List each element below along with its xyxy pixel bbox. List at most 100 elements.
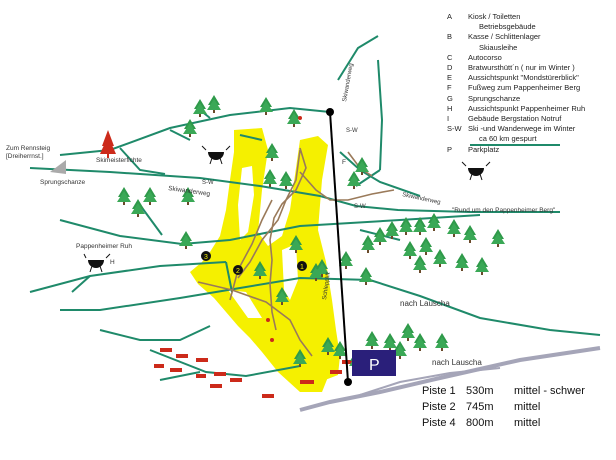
- tree-icon: [347, 171, 361, 189]
- piste-marker-3[interactable]: 3: [201, 251, 211, 261]
- legend-key: A: [447, 12, 453, 21]
- tree-icon: [289, 235, 303, 253]
- legend-text: Autocorso: [468, 52, 502, 62]
- tree-icon: [361, 235, 375, 253]
- tree-icon: [181, 187, 195, 205]
- tree-icon: [339, 251, 353, 269]
- tree-icon: [263, 169, 277, 187]
- label-skiwanderweg-right: Skiwanderweg: [402, 192, 441, 206]
- red-tree-icon: [100, 130, 116, 158]
- legend-key: C: [447, 52, 453, 62]
- label-h: H: [110, 259, 115, 266]
- legend-text: ca 60 km gespurt: [479, 134, 537, 144]
- tree-icon: [463, 225, 477, 243]
- tree-icon: [253, 261, 267, 279]
- label-nach-lauscha-1: nach Lauscha: [400, 299, 450, 308]
- piste-difficulty: mittel: [514, 417, 541, 429]
- label-dreiherrnstein: [Dreiherrnst.]: [6, 153, 44, 160]
- tree-icon: [393, 341, 407, 359]
- tree-icon: [427, 213, 441, 231]
- label-f: F: [342, 159, 346, 166]
- tree-icon: [275, 287, 289, 305]
- road-lauscha: [359, 367, 501, 396]
- tree-icon: [475, 257, 489, 275]
- legend-text: Parkplatz: [468, 144, 500, 154]
- piste-name: Piste 4: [422, 417, 456, 429]
- tree-icon: [433, 249, 447, 267]
- piste-difficulty: mittel - schwer: [514, 385, 585, 397]
- slope-gap-2: [282, 244, 298, 300]
- piste-marker-2[interactable]: 2: [233, 265, 243, 275]
- ski-jump-icon: [50, 160, 66, 174]
- legend-text: Fußweg zum Pappenheimer Berg: [468, 83, 581, 93]
- legend-text: Kasse / Schlittenlager: [468, 32, 541, 42]
- svg-text:2: 2: [236, 268, 240, 275]
- legend-key: D: [447, 63, 453, 72]
- label-nach-lauscha-2: nach Lauscha: [432, 358, 482, 367]
- slope-area: [190, 128, 340, 392]
- label-rennsteig: Zum Rennsteig: [6, 145, 50, 152]
- tree-icon: [419, 237, 433, 255]
- tree-icon: [355, 157, 369, 175]
- parking-label: P: [369, 357, 380, 374]
- tree-icon: [117, 187, 131, 205]
- legend-text: Ski -und Wanderwege im Winter: [468, 124, 576, 134]
- label-pappenheimer-ruh: Pappenheimer Ruh: [76, 243, 132, 250]
- legend-key: F: [447, 83, 452, 93]
- legend-text: Betriebsgebäude: [479, 22, 536, 32]
- tree-icon: [403, 241, 417, 259]
- piste-difficulty: mittel: [514, 401, 541, 413]
- tree-icon: [179, 231, 193, 249]
- piste-length: 800m: [466, 417, 494, 429]
- legend-key: E: [447, 73, 453, 83]
- tree-icon: [143, 187, 157, 205]
- tree-icon: [401, 323, 415, 341]
- parking-area[interactable]: [352, 350, 396, 376]
- legend-key: G: [447, 93, 453, 103]
- legend-key: S-W: [447, 124, 462, 134]
- legend-text: Aussichtspunkt "Mondstürerblick": [468, 73, 579, 83]
- tree-icon: [321, 337, 335, 355]
- legend-key: B: [447, 32, 453, 42]
- viewpoint-icon-mondstuerer: [201, 145, 231, 165]
- label-sw-b: S-W: [202, 180, 214, 186]
- tree-icon: [447, 219, 461, 237]
- lift-bottom-station: [344, 378, 352, 386]
- label-skimeister: Skimeisterfichte: [96, 157, 142, 164]
- tree-icon: [279, 171, 293, 189]
- marker-dot: [266, 318, 270, 322]
- legend-key: H: [447, 103, 453, 113]
- piste-name: Piste 1: [422, 385, 456, 397]
- piste-marker-1[interactable]: 1: [297, 261, 307, 271]
- tree-icon: [399, 217, 413, 235]
- tree-icon: [383, 333, 397, 351]
- marker-dot: [298, 116, 302, 120]
- lift-line: [329, 111, 349, 383]
- legend-key: I: [447, 114, 450, 123]
- label-schlepplift: Schlepplift: [322, 272, 332, 301]
- tree-icon: [413, 255, 427, 273]
- piste-length: 745m: [466, 401, 494, 413]
- tree-icon: [435, 333, 449, 351]
- tree-icon: [373, 227, 387, 245]
- svg-text:1: 1: [300, 264, 304, 271]
- tree-icon: [265, 143, 279, 161]
- lift-top-station: [326, 108, 334, 116]
- piste-name: Piste 2: [422, 401, 456, 413]
- tree-icon: [413, 217, 427, 235]
- legend-text: Gebäude Bergstation Notruf: [468, 114, 562, 123]
- tree-icon: [207, 95, 221, 113]
- marker-dot: [270, 338, 274, 342]
- legend-text: Sprungschanze: [468, 93, 521, 103]
- svg-text:3: 3: [204, 254, 208, 261]
- road-bottom: [299, 346, 601, 412]
- label-sw-a: S-W: [346, 128, 358, 134]
- tree-icon: [193, 99, 207, 117]
- tree-icon: [491, 229, 505, 247]
- piste-length: 530m: [466, 385, 494, 397]
- label-rund-um: "Rund um den Pappenheimer Berg": [452, 207, 556, 214]
- slope-gap-3: [228, 290, 262, 318]
- tree-icon: [333, 341, 347, 359]
- tree-icon: [365, 331, 379, 349]
